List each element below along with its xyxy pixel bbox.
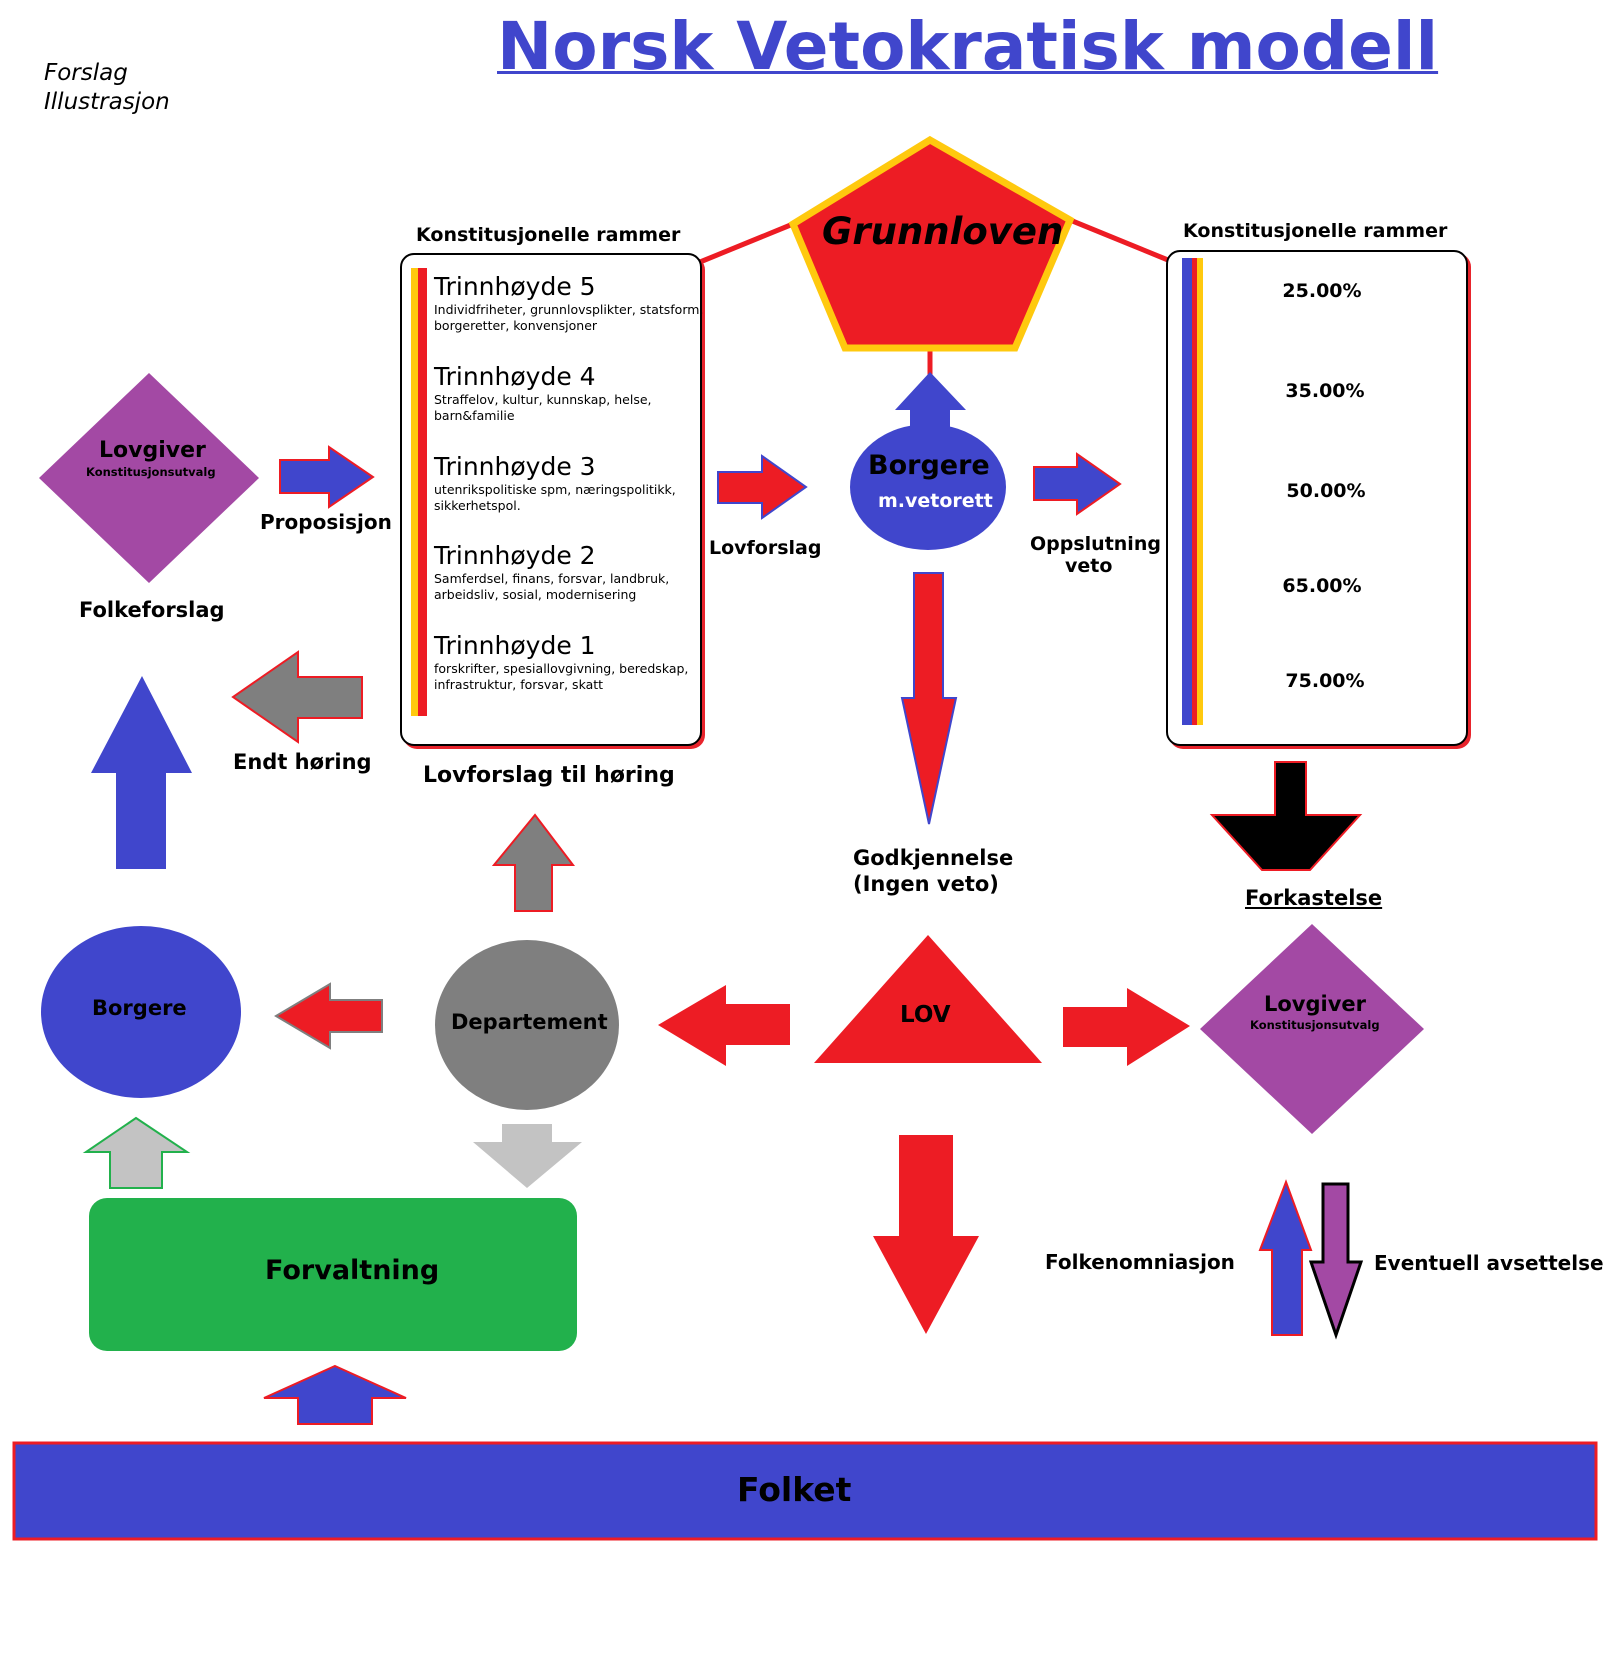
forkastelse-down-arrow (1209, 761, 1363, 871)
borgere-veto-title: Borgere (868, 450, 990, 481)
lovgiver-top-sub: Konstitusjonsutvalg (86, 465, 216, 479)
borgere-label: Borgere (92, 996, 187, 1020)
left-frame-stripe-red (418, 268, 427, 716)
tier-3-name: Trinnhøyde 3 (434, 452, 596, 481)
departement-label: Departement (451, 1010, 608, 1034)
lov-triangle (814, 935, 1042, 1063)
left-frame-box (400, 253, 702, 746)
threshold-3: 50.00% (1286, 480, 1366, 502)
threshold-4: 65.00% (1282, 575, 1362, 597)
lov-to-lovgiver-arrow (1063, 988, 1190, 1066)
right-frame-stripe-blue (1182, 258, 1192, 725)
folkenomiasjon-label: Folkenomniasjon (1045, 1250, 1235, 1274)
tier-5-name: Trinnhøyde 5 (434, 272, 596, 301)
tier-4: Trinnhøyde 4 Straffelov, kultur, kunnska… (434, 362, 704, 424)
lovgiver-top-diamond (39, 373, 259, 583)
lovforslag-arrow (717, 454, 808, 520)
lov-label: LOV (900, 1002, 951, 1028)
lovforslag-til-horing-label: Lovforslag til høring (423, 763, 675, 788)
avsettelse-down-arrow (1308, 1182, 1364, 1340)
grunnloven-label: Grunnloven (822, 210, 1064, 253)
forkastelse-label: Forkastelse (1245, 886, 1383, 910)
threshold-1: 25.00% (1282, 280, 1362, 302)
folkeforslag-up-arrow (91, 676, 192, 869)
folket-up-arrow (263, 1364, 407, 1425)
right-frame-heading: Konstitusjonelle rammer (1183, 220, 1448, 242)
folket-bar (12, 1441, 1598, 1541)
endt-horing-label: Endt høring (233, 750, 372, 774)
folket-label: Folket (737, 1470, 852, 1509)
oppslutning-label-2: veto (1065, 555, 1113, 577)
tier-2: Trinnhøyde 2 Samferdsel, finans, forsvar… (434, 541, 704, 603)
lovgiver-bottom-title: Lovgiver (1264, 992, 1367, 1016)
endt-horing-arrow (231, 650, 363, 744)
tier-4-name: Trinnhøyde 4 (434, 362, 596, 391)
left-frame-heading: Konstitusjonelle rammer (416, 224, 681, 246)
tier-2-desc: Samferdsel, finans, forsvar, landbruk, a… (434, 571, 670, 602)
borgere-veto-ellipse (850, 424, 1006, 550)
connector-line-left (699, 221, 794, 265)
departement-up-arrow (491, 813, 576, 912)
godkjennelse-down-arrow (900, 572, 958, 825)
proposisjon-arrow (279, 445, 375, 509)
tier-1-desc: forskrifter, spesiallovgivning, beredska… (434, 661, 689, 692)
tier-1-name: Trinnhøyde 1 (434, 631, 596, 660)
avsettelse-label: Eventuell avsettelse (1374, 1251, 1604, 1275)
tier-4-desc: Straffelov, kultur, kunnskap, helse, bar… (434, 392, 652, 423)
right-frame-box (1166, 250, 1468, 746)
forvaltning-to-borgere-arrow (82, 1116, 191, 1189)
tier-5-desc: Individfriheter, grunnlovsplikter, stats… (434, 302, 704, 333)
threshold-2: 35.00% (1285, 380, 1365, 402)
folkeforslag-label: Folkeforslag (79, 598, 225, 622)
borgere-veto-up-arrow (895, 372, 966, 440)
threshold-5: 75.00% (1285, 670, 1365, 692)
corner-note-line-2: Illustrasjon (44, 89, 170, 115)
godkjennelse-label-2: (Ingen veto) (853, 872, 999, 896)
lovgiver-bottom-sub: Konstitusjonsutvalg (1250, 1018, 1380, 1032)
borgere-ellipse (41, 926, 241, 1098)
lov-to-departement-arrow (658, 985, 790, 1066)
lovgiver-top-title: Lovgiver (99, 438, 206, 463)
page-title: Norsk Vetokratisk modell (497, 8, 1439, 85)
tier-2-name: Trinnhøyde 2 (434, 541, 596, 570)
departement-ellipse (435, 940, 619, 1110)
tier-1: Trinnhøyde 1 forskrifter, spesiallovgivn… (434, 631, 704, 693)
departement-to-forvaltning-arrow (473, 1124, 582, 1188)
proposisjon-label: Proposisjon (260, 510, 392, 534)
left-frame-stripe-yellow (411, 268, 418, 716)
lovforslag-label: Lovforslag (709, 537, 822, 559)
folkenomiasjon-up-arrow (1258, 1179, 1313, 1336)
tier-5: Trinnhøyde 5 Individfriheter, grunnlovsp… (434, 272, 704, 334)
right-frame-stripe-red (1192, 258, 1197, 725)
godkjennelse-label-1: Godkjennelse (853, 846, 1014, 870)
departement-to-borgere-arrow (274, 982, 383, 1050)
lov-down-arrow (873, 1135, 979, 1334)
oppslutning-arrow (1033, 452, 1122, 516)
grunnloven-pentagon (788, 135, 1075, 352)
tier-3-desc: utenrikspolitiske spm, næringspolitikk, … (434, 482, 676, 513)
tier-3: Trinnhøyde 3 utenrikspolitiske spm, næri… (434, 452, 704, 514)
borgere-veto-sub: m.vetorett (878, 490, 993, 512)
forvaltning-label: Forvaltning (265, 1255, 440, 1286)
right-frame-stripe-yellow (1197, 258, 1203, 725)
lovgiver-bottom-diamond (1200, 924, 1424, 1134)
oppslutning-label-1: Oppslutning (1030, 533, 1161, 555)
connector-line-right (1069, 217, 1169, 263)
corner-note-line-1: Forslag (44, 60, 128, 86)
forvaltning-box (89, 1198, 577, 1351)
